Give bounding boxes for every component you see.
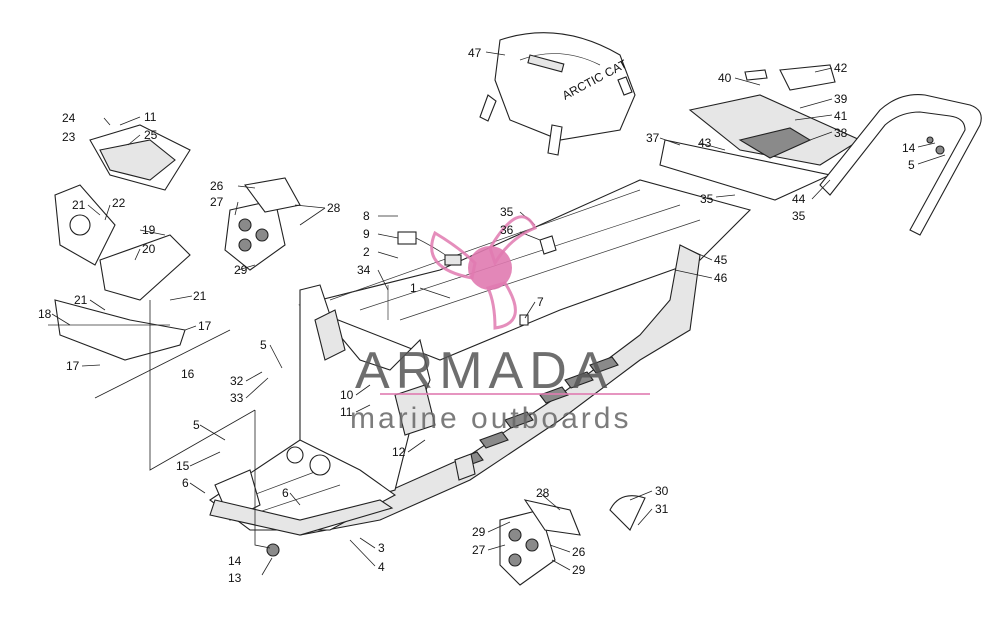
callout-11: 11: [340, 405, 353, 419]
seat: ARCTIC CAT: [479, 32, 636, 156]
side-panel-upper: [224, 177, 301, 271]
callout-26: 26: [572, 545, 586, 559]
callout-43: 43: [698, 136, 712, 150]
callout-2: 2: [363, 245, 370, 259]
callout-29: 29: [472, 525, 486, 539]
callout-31: 31: [655, 502, 669, 516]
chassis-frame: [209, 179, 752, 557]
callout-13: 13: [228, 571, 242, 585]
callout-27: 27: [210, 195, 224, 209]
callout-32: 32: [230, 374, 244, 388]
callout-16: 16: [181, 367, 195, 381]
callout-35: 35: [500, 205, 514, 219]
grab-bar: [819, 94, 982, 236]
callout-9: 9: [363, 227, 370, 241]
callout-6: 6: [282, 486, 289, 500]
callout-34: 34: [357, 263, 371, 277]
callout-23: 23: [62, 130, 76, 144]
callout-15: 15: [176, 459, 190, 473]
callout-14: 14: [902, 141, 916, 155]
callout-21: 21: [193, 289, 207, 303]
callout-35: 35: [792, 209, 806, 223]
callout-41: 41: [834, 109, 848, 123]
callout-5: 5: [908, 158, 915, 172]
callout-labels: 47 42 40 39 41 38 37 43 14 5 44 35 35 35…: [38, 46, 916, 585]
callout-5: 5: [260, 338, 267, 352]
front-bracket-assembly: [48, 124, 191, 361]
callout-35: 35: [700, 192, 714, 206]
callout-4: 4: [378, 560, 385, 574]
callout-12: 12: [392, 445, 406, 459]
callout-30: 30: [655, 484, 669, 498]
callout-29: 29: [572, 563, 586, 577]
callout-26: 26: [210, 179, 224, 193]
callout-28: 28: [536, 486, 550, 500]
callout-1: 1: [410, 281, 417, 295]
watermark-tagline: marine outboards: [350, 402, 631, 435]
watermark: ARMADA marine outboards: [350, 215, 650, 435]
callout-17: 17: [66, 359, 80, 373]
callout-17: 17: [198, 319, 212, 333]
callout-37: 37: [646, 131, 660, 145]
callout-3: 3: [378, 541, 385, 555]
watermark-brand: ARMADA: [355, 342, 613, 400]
callout-28: 28: [327, 201, 341, 215]
side-panel-lower: [499, 499, 581, 586]
callout-22: 22: [112, 196, 126, 210]
callout-33: 33: [230, 391, 244, 405]
callout-10: 10: [340, 388, 354, 402]
callout-38: 38: [834, 126, 848, 140]
callout-8: 8: [363, 209, 370, 223]
callout-18: 18: [38, 307, 52, 321]
callout-29: 29: [234, 263, 248, 277]
callout-6: 6: [182, 476, 189, 490]
callout-27: 27: [472, 543, 486, 557]
callout-25: 25: [144, 128, 158, 142]
callout-19: 19: [142, 223, 156, 237]
callout-46: 46: [714, 271, 728, 285]
callout-14: 14: [228, 554, 242, 568]
rear-storage: [659, 64, 862, 201]
callout-47: 47: [468, 46, 482, 60]
callout-5: 5: [193, 418, 200, 432]
callout-21: 21: [74, 293, 88, 307]
callout-40: 40: [718, 71, 732, 85]
leader-lines: [51, 51, 946, 576]
callout-24: 24: [62, 111, 76, 125]
fasteners: [387, 136, 945, 531]
callout-7: 7: [537, 295, 544, 309]
propeller-logo: [430, 215, 538, 330]
callout-39: 39: [834, 92, 848, 106]
rail-slots: [454, 356, 619, 469]
callout-21: 21: [72, 198, 86, 212]
callout-36: 36: [500, 223, 514, 237]
callout-20: 20: [142, 242, 156, 256]
callout-45: 45: [714, 253, 728, 267]
callout-44: 44: [792, 192, 806, 206]
callout-42: 42: [834, 61, 848, 75]
callout-11: 11: [144, 110, 157, 124]
